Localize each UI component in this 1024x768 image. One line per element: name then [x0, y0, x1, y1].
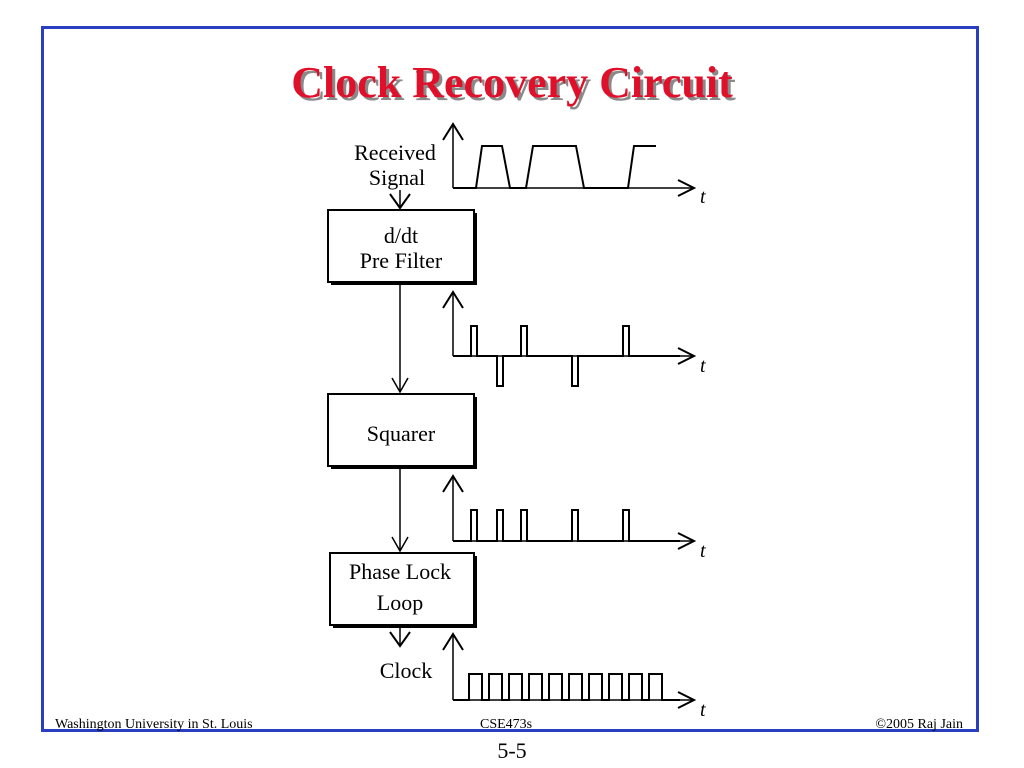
page-number: 5-5	[497, 738, 527, 763]
prefilter-label-1: d/dt	[384, 223, 418, 248]
arrow-prefilter-squarer	[391, 285, 409, 394]
prefilter-label-2: Pre Filter	[360, 248, 443, 273]
time-label-4: t	[700, 699, 706, 721]
signal-label: Signal	[369, 165, 425, 190]
time-label-1: t	[700, 186, 706, 208]
clock-waveform-axes	[442, 632, 697, 709]
pll-label-2: Loop	[377, 590, 423, 615]
time-label-2: t	[700, 355, 706, 377]
received-label: Received	[354, 140, 436, 165]
received-waveform	[453, 145, 656, 189]
derivative-waveform-axes	[442, 290, 697, 365]
clock-label: Clock	[380, 658, 433, 683]
slide-frame	[41, 26, 979, 732]
footer-institution: Washington University in St. Louis	[55, 717, 253, 732]
footer-course: CSE473s	[480, 717, 533, 732]
slide-title: Clock Recovery Circuit	[291, 58, 733, 107]
pll-block	[329, 552, 477, 628]
pll-label-1: Phase Lock	[349, 559, 451, 584]
squarer-block	[327, 393, 477, 469]
squared-waveform-axes	[442, 474, 697, 550]
footer-copyright: ©2005 Raj Jain	[875, 717, 963, 732]
output-arrow	[389, 628, 411, 648]
prefilter-block	[327, 209, 477, 285]
input-arrow	[389, 190, 411, 210]
time-label-3: t	[700, 540, 706, 562]
received-waveform-axes	[442, 122, 697, 197]
squarer-label: Squarer	[367, 421, 436, 446]
squared-waveform	[453, 509, 680, 542]
clock-waveform	[453, 673, 680, 701]
derivative-waveform	[453, 325, 680, 387]
arrow-squarer-pll	[391, 469, 409, 553]
